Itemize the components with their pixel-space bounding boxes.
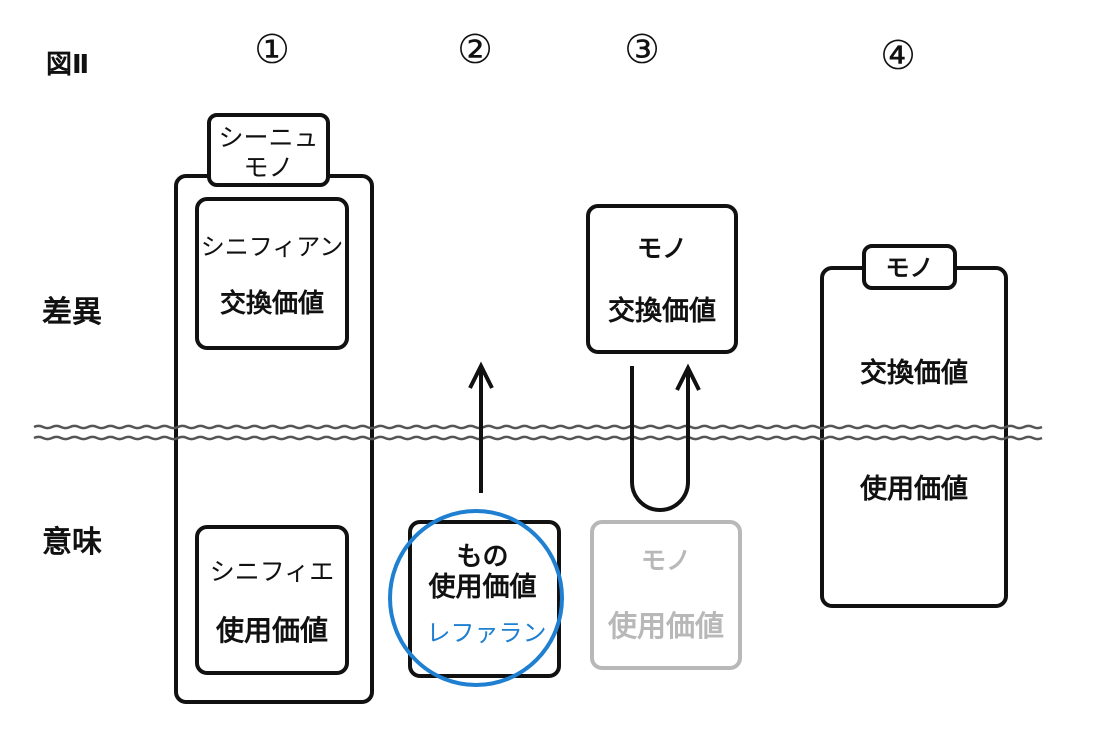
referent-arrow-head (468, 361, 494, 389)
referent-label: レファラン (426, 619, 547, 647)
row-label-meaning: 意味 (42, 525, 102, 560)
object-full-use-value: 使用価値 (860, 474, 968, 505)
column-number-2: ② (457, 27, 493, 73)
signified-use-value: 使用価値 (215, 614, 328, 647)
column-number-3: ③ (624, 27, 660, 73)
referent-circle (388, 509, 564, 687)
referent-thing: もの (456, 542, 509, 572)
object-exchange-title: モノ (636, 234, 687, 263)
object-use-faded-title: モノ (640, 546, 691, 575)
sign-tab: シーニュ モノ (207, 113, 330, 187)
signified-label: シニフィエ (209, 557, 335, 586)
signifier-box: シニフィアン 交換価値 (195, 197, 349, 350)
figure-label: 図Ⅱ (46, 50, 90, 80)
sign-tab-line1: シーニュ (218, 123, 319, 152)
referent-box: もの 使用価値 レファラン (408, 520, 561, 678)
object-exchange-box: モノ 交換価値 (586, 204, 738, 354)
boundary-wave-line-upper (33, 424, 1043, 430)
signifier-exchange-value: 交換価値 (219, 289, 324, 319)
signified-box: シニフィエ 使用価値 (195, 525, 349, 675)
signifier-label: シニフィアン (200, 233, 344, 261)
column-number-1: ① (254, 27, 290, 73)
object-full-tab: モノ (862, 244, 957, 290)
object-use-faded-box: モノ 使用価値 (590, 520, 742, 670)
object-use-faded-value: 使用価値 (607, 609, 724, 643)
column-number-4: ④ (880, 33, 916, 79)
boundary-wave-line-lower (33, 435, 1043, 441)
object-u-arrow-head (675, 363, 701, 391)
referent-use-value: 使用価値 (428, 572, 537, 603)
sign-tab-line2: モノ (243, 153, 294, 182)
object-full-exchange-value: 交換価値 (860, 358, 968, 389)
object-exchange-value: 交換価値 (608, 296, 716, 327)
row-label-difference: 差異 (42, 295, 102, 330)
object-u-arrow (630, 366, 690, 512)
object-full-tab-label: モノ (885, 254, 934, 282)
